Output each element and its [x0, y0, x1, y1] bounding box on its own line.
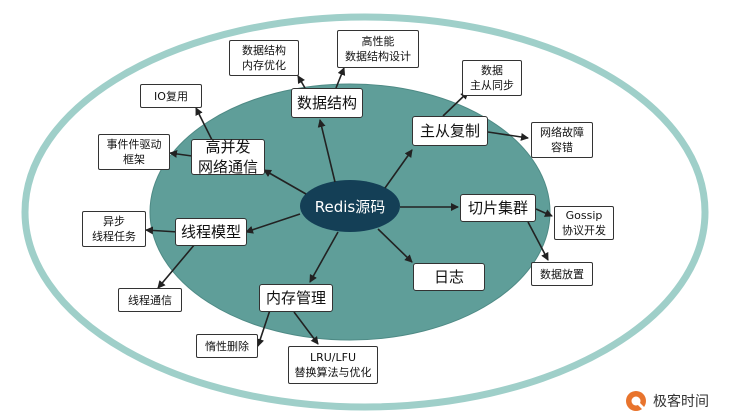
detail-cluster-gossip[interactable]: Gossip 协议开发	[554, 206, 614, 240]
arrow-center-to-thread-model	[245, 213, 301, 234]
arrow-thread-to-async	[145, 226, 179, 235]
brand-watermark: 极客时间	[625, 390, 709, 412]
arrow-thread-to-comm	[157, 243, 196, 289]
arrow-network-to-event	[169, 149, 193, 158]
detail-net-event[interactable]: 事件件驱动 框架	[98, 134, 170, 170]
arrow-memory-to-lazy-free	[256, 309, 271, 347]
arrow-ds-to-high-perf	[335, 67, 346, 89]
detail-ms-sync[interactable]: 数据 主从同步	[462, 60, 522, 96]
node-log[interactable]: 日志	[413, 263, 485, 291]
node-network[interactable]: 高并发 网络通信	[191, 138, 265, 176]
connector-lines	[145, 67, 553, 347]
detail-tm-comm[interactable]: 线程通信	[118, 288, 182, 312]
detail-tm-async[interactable]: 异步 线程任务	[82, 211, 146, 247]
brand-name: 极客时间	[653, 394, 709, 410]
center-node	[300, 180, 400, 232]
arrow-center-to-data-structures	[317, 119, 336, 183]
node-thread-model[interactable]: 线程模型	[175, 218, 247, 246]
detail-ds-high-perf[interactable]: 高性能 数据结构设计	[337, 30, 419, 68]
node-cluster[interactable]: 切片集群	[460, 194, 536, 222]
arrow-memory-to-lru-lfu	[293, 311, 319, 345]
arrow-cluster-to-gossip	[535, 208, 553, 217]
arrow-ds-to-memory-opt	[297, 75, 306, 89]
arrow-cluster-to-placement	[527, 221, 549, 261]
node-memory[interactable]: 内存管理	[259, 284, 333, 312]
arrow-center-to-memory	[309, 231, 339, 283]
detail-mem-lazy-free[interactable]: 惰性删除	[196, 334, 258, 358]
brand-logo-icon	[626, 391, 646, 411]
arrow-center-to-log	[377, 228, 413, 263]
detail-ms-fault[interactable]: 网络故障 容错	[531, 122, 593, 158]
arrow-ms-to-fault	[487, 131, 529, 141]
node-master-slave[interactable]: 主从复制	[412, 116, 488, 146]
arrow-network-to-io	[195, 107, 213, 141]
detail-cluster-placement[interactable]: 数据放置	[531, 262, 593, 286]
detail-mem-lru-lfu[interactable]: LRU/LFU 替换算法与优化	[288, 346, 378, 384]
arrow-center-to-network	[263, 169, 307, 195]
center-label: Redis源码	[314, 197, 386, 216]
arrow-ms-to-sync	[442, 91, 469, 117]
node-data-structures[interactable]: 数据结构	[291, 88, 363, 118]
detail-ds-memory-opt[interactable]: 数据结构 内存优化	[229, 40, 299, 76]
outer-ring	[21, 13, 709, 411]
detail-net-io[interactable]: IO复用	[140, 84, 202, 108]
arrow-center-to-master-slave	[384, 149, 413, 189]
